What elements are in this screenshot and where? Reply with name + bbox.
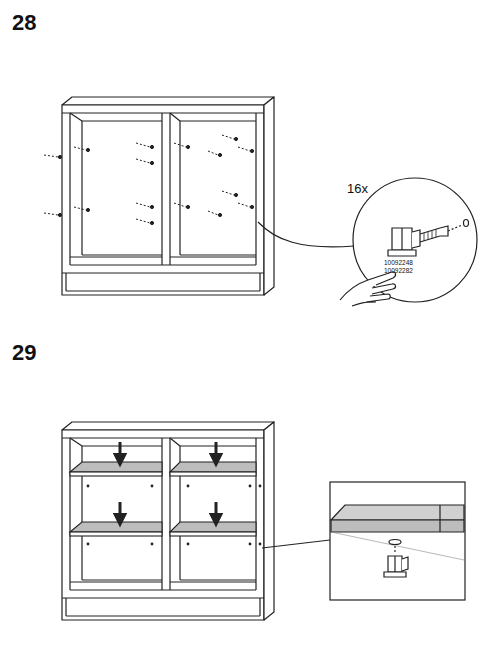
cabinet-frame	[62, 422, 274, 620]
part-number: 10092248	[384, 260, 413, 267]
cabinet-frame	[44, 97, 274, 295]
step-number: 28	[12, 12, 36, 34]
quantity-label: 16x	[347, 182, 368, 195]
step-number: 29	[12, 342, 36, 364]
part-number: 10092282	[384, 268, 413, 275]
detail-callout	[262, 482, 465, 600]
detail-callout	[258, 178, 477, 306]
